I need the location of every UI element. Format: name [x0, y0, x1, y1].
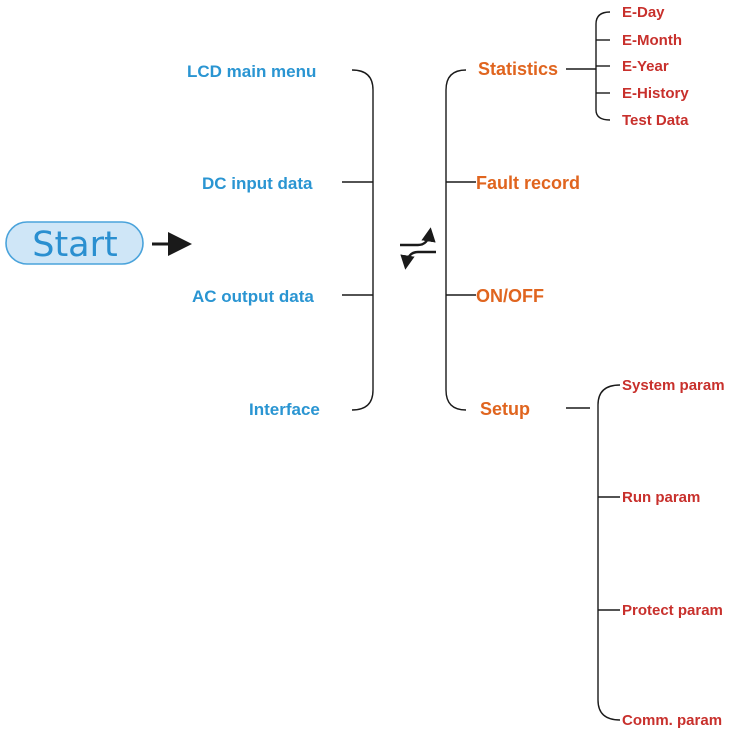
start-button[interactable]: Start — [5, 221, 144, 265]
up-down-switch-icon — [400, 227, 436, 270]
setup-item-protect-param[interactable]: Protect param — [622, 602, 723, 619]
stats-item-e-day[interactable]: E-Day — [622, 4, 665, 21]
stats-item-test-data[interactable]: Test Data — [622, 112, 689, 129]
menu-item-ac-output-data[interactable]: AC output data — [192, 287, 314, 306]
submenu-item-on-off[interactable]: ON/OFF — [476, 286, 544, 306]
stats-item-e-month[interactable]: E-Month — [622, 32, 682, 49]
menu-item-dc-input-data[interactable]: DC input data — [202, 174, 313, 193]
setup-item-run-param[interactable]: Run param — [622, 489, 700, 506]
submenu-item-statistics[interactable]: Statistics — [478, 59, 558, 79]
stats-item-e-history[interactable]: E-History — [622, 85, 689, 102]
setup-item-system-param[interactable]: System param — [622, 377, 725, 394]
setup-item-comm-param[interactable]: Comm. param — [622, 712, 722, 729]
submenu-item-setup[interactable]: Setup — [480, 399, 530, 419]
menu-item-interface[interactable]: Interface — [249, 400, 320, 419]
start-label: Start — [32, 225, 118, 265]
submenu-item-fault-record[interactable]: Fault record — [476, 173, 580, 193]
menu-item-lcd-main-menu[interactable]: LCD main menu — [187, 62, 316, 81]
setup-bracket — [597, 384, 621, 721]
stats-item-e-year[interactable]: E-Year — [622, 58, 669, 75]
submenu-bracket — [445, 69, 467, 411]
statistics-bracket — [595, 11, 611, 121]
main-menu-bracket — [351, 69, 374, 411]
